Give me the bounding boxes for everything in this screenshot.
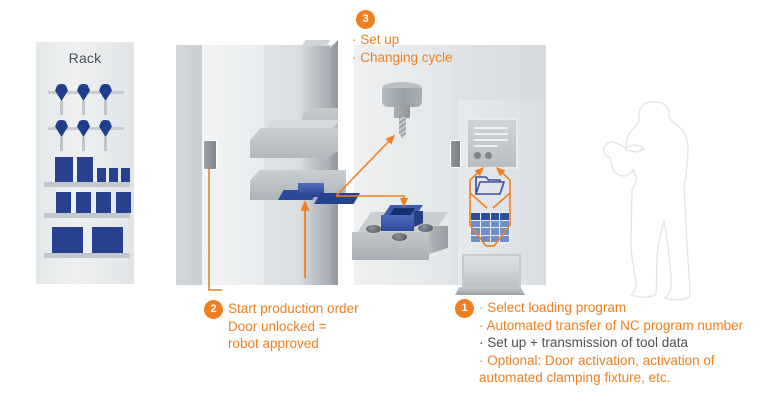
operator-silhouette-icon: [598, 92, 716, 304]
clamp-icon: [418, 224, 433, 232]
rack-tool: [55, 120, 68, 151]
callout-text-1: · Select loading program · Automated tra…: [479, 299, 743, 387]
gripper-block: [298, 183, 324, 197]
callout-2-line-2: Door unlocked =: [228, 318, 327, 334]
rack-shelf: [44, 213, 130, 218]
rack-box: [56, 192, 71, 213]
laptop-base: [455, 287, 525, 295]
rack-box: [96, 192, 111, 213]
callout-badge-1[interactable]: 1: [455, 299, 474, 318]
callout-badge-3[interactable]: 3: [356, 10, 375, 29]
clamp-icon: [392, 233, 407, 241]
rack-box: [109, 168, 118, 182]
folder-icon: [474, 173, 506, 197]
callout-1-line-2: · Automated transfer of NC program numbe…: [479, 317, 744, 333]
pallet-body: [352, 232, 429, 260]
door-handle-icon[interactable]: [203, 140, 217, 170]
rack-shelf: [44, 253, 130, 258]
callout-2-line-1: Start production order: [228, 301, 359, 316]
rack-tool: [55, 84, 68, 115]
workpiece-side: [414, 211, 423, 227]
gripper-plate-right: [314, 193, 360, 204]
rack-box: [76, 192, 91, 213]
rack-box: [121, 168, 130, 182]
monitor-icon[interactable]: [466, 118, 518, 169]
callout-2-line-3: robot approved: [228, 336, 319, 351]
rack-tool: [99, 84, 112, 115]
callout-1-line-4: · Optional: Door activation, activation …: [479, 352, 715, 368]
robot-column: [300, 46, 330, 285]
callout-1-line-3: · Set up + transmission of tool data: [479, 335, 688, 350]
robot-column-top: [300, 40, 330, 50]
rack-box: [116, 192, 131, 213]
callout-text-2: Start production order Door unlocked = r…: [228, 300, 359, 353]
callout-3-line-1: · Set up: [352, 32, 400, 47]
laptop-icon[interactable]: [462, 254, 521, 291]
callout-text-3: · Set up · Changing cycle: [352, 31, 453, 66]
pallet-side: [429, 226, 448, 254]
callout-1-line-5: automated clamping fixture, etc.: [479, 370, 671, 385]
rack-tool: [77, 84, 90, 115]
rack-box: [92, 227, 123, 253]
workpiece-cavity: [389, 208, 415, 216]
rack-tool: [99, 120, 112, 151]
drill-bit-icon: [399, 117, 406, 139]
callout-1-line-1: · Select loading program: [479, 300, 627, 315]
workpiece-front: [381, 215, 414, 231]
cabinet-handle-icon[interactable]: [450, 140, 461, 168]
machine-panel-left: [176, 45, 202, 285]
robot-column-side: [330, 40, 338, 285]
callout-3-line-2: · Changing cycle: [352, 49, 453, 65]
spindle-neck: [394, 106, 410, 118]
spindle-tool-icon: [382, 88, 422, 107]
robot-arm-upper: [250, 128, 338, 158]
clamp-icon: [366, 225, 381, 233]
rack-box: [97, 168, 106, 182]
rack-box: [77, 157, 93, 182]
rack-shelf: [44, 182, 130, 187]
keypad-icon[interactable]: [470, 212, 510, 243]
callout-badge-2[interactable]: 2: [204, 300, 223, 319]
rack-tool: [77, 120, 90, 151]
rack-box: [52, 227, 83, 253]
rack-label: Rack: [68, 50, 102, 66]
rack-box: [55, 157, 73, 182]
